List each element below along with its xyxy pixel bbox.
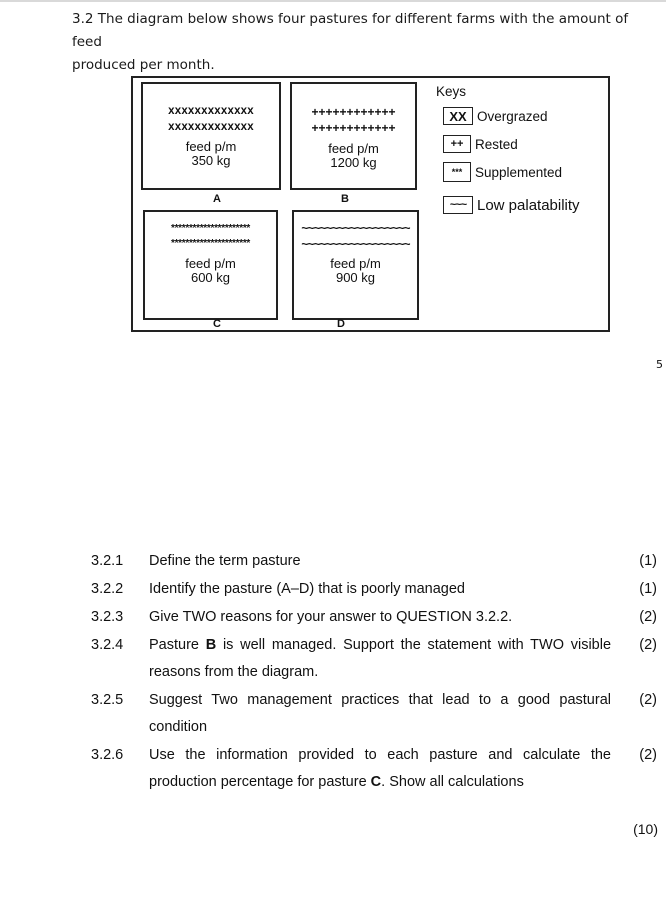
pasture-label-b: B xyxy=(341,193,349,205)
pasture-b-feed: feed p/m 1200 kg xyxy=(292,142,415,170)
question-text: Pasture B is well managed. Support the s… xyxy=(149,632,611,686)
intro-line-1: 3.2 The diagram below shows four pasture… xyxy=(72,11,629,50)
question-number: 3.2.5 xyxy=(91,692,124,708)
key-overgrazed: XX Overgrazed xyxy=(443,106,548,126)
question-text-start: Use the information provided to each pas… xyxy=(149,747,611,790)
pasture-c-feed-label: feed p/m xyxy=(185,256,236,271)
pasture-d-pattern-line-1: ~~~~~~~~~~~~~~~~~~ xyxy=(301,221,410,235)
question-intro: 3.2 The diagram below shows four pasture… xyxy=(72,8,642,77)
pasture-c-pattern-line-1: ********************** xyxy=(170,223,250,234)
pasture-box-a: xxxxxxxxxxxxx xxxxxxxxxxxxx feed p/m 350… xyxy=(141,82,281,190)
question-marks: (2) xyxy=(639,609,657,625)
question-text: Use the information provided to each pas… xyxy=(149,742,611,796)
diagram-frame xyxy=(131,76,610,332)
keys-title: Keys xyxy=(436,84,467,99)
question-number: 3.2.1 xyxy=(91,553,124,569)
key-supplemented-symbol: *** xyxy=(443,162,471,182)
key-rested-symbol: ++ xyxy=(443,135,471,153)
key-supplemented-label: Supplemented xyxy=(475,164,563,180)
question-text: Give TWO reasons for your answer to QUES… xyxy=(149,609,513,625)
pasture-b-pattern-line-1: ++++++++++++ xyxy=(311,105,396,119)
question-marks: (2) xyxy=(639,747,657,763)
pasture-b-feed-value: 1200 kg xyxy=(330,155,377,170)
key-rested-label: Rested xyxy=(475,136,518,152)
pasture-a-pattern-line-2: xxxxxxxxxxxxx xyxy=(168,121,254,133)
pasture-a-feed: feed p/m 350 kg xyxy=(143,140,279,168)
pasture-label-d: D xyxy=(337,318,345,330)
question-number: 3.2.6 xyxy=(91,747,124,763)
question-number: 3.2.3 xyxy=(91,609,124,625)
total-marks: (10) xyxy=(633,821,658,837)
question-text-start: Pasture xyxy=(149,637,206,653)
key-overgrazed-symbol: XX xyxy=(443,107,473,125)
question-marks: (1) xyxy=(639,553,657,569)
pasture-c-feed-value: 600 kg xyxy=(190,270,231,285)
question-text: Identify the pasture (A–D) that is poorl… xyxy=(149,581,465,597)
pasture-d-feed-label: feed p/m xyxy=(330,256,381,271)
pasture-d-feed-value: 900 kg xyxy=(335,270,376,285)
pasture-a-pattern-line-1: xxxxxxxxxxxxx xyxy=(168,105,254,117)
pasture-label-c: C xyxy=(213,318,221,330)
question-text: Suggest Two management practices that le… xyxy=(149,692,611,735)
pasture-c-feed: feed p/m 600 kg xyxy=(145,257,276,285)
question-marks: (2) xyxy=(639,637,657,653)
question-text-bold: C xyxy=(370,774,382,790)
question-number: 3.2.4 xyxy=(91,637,124,653)
key-rested: ++ Rested xyxy=(443,134,518,154)
pasture-a-feed-label: feed p/m xyxy=(185,139,237,154)
question-marks: (1) xyxy=(639,581,657,597)
pasture-b-pattern-line-2: ++++++++++++ xyxy=(311,121,396,135)
pasture-a-feed-value: 350 kg xyxy=(191,153,231,168)
question-number: 3.2.2 xyxy=(91,581,124,597)
pasture-d-feed: feed p/m 900 kg xyxy=(294,257,417,285)
intro-line-2: produced per month. xyxy=(72,57,215,73)
pasture-box-c: ********************** *****************… xyxy=(143,210,278,320)
page-top-rule xyxy=(0,0,666,2)
key-supplemented: *** Supplemented xyxy=(443,162,562,182)
pasture-box-d: ~~~~~~~~~~~~~~~~~~ ~~~~~~~~~~~~~~~~~~ fe… xyxy=(292,210,419,320)
pasture-label-a: A xyxy=(213,193,221,205)
key-low-palatability: ~~~ Low palatability xyxy=(443,195,580,215)
question-marks: (2) xyxy=(639,692,657,708)
pasture-b-feed-label: feed p/m xyxy=(328,141,379,156)
question-text-end: is well managed. Support the statement w… xyxy=(149,637,612,680)
page-number: 5 xyxy=(656,358,663,371)
pasture-c-pattern-line-2: ********************** xyxy=(170,238,250,249)
key-low-palatability-symbol: ~~~ xyxy=(443,196,473,214)
question-text-bold: B xyxy=(205,637,217,653)
pasture-d-pattern-line-2: ~~~~~~~~~~~~~~~~~~ xyxy=(301,237,410,251)
pasture-box-b: ++++++++++++ ++++++++++++ feed p/m 1200 … xyxy=(290,82,417,190)
key-low-palatability-label: Low palatability xyxy=(477,196,580,214)
question-text-end: . Show all calculations xyxy=(381,774,524,790)
question-text: Define the term pasture xyxy=(149,553,301,569)
key-overgrazed-label: Overgrazed xyxy=(477,108,548,124)
